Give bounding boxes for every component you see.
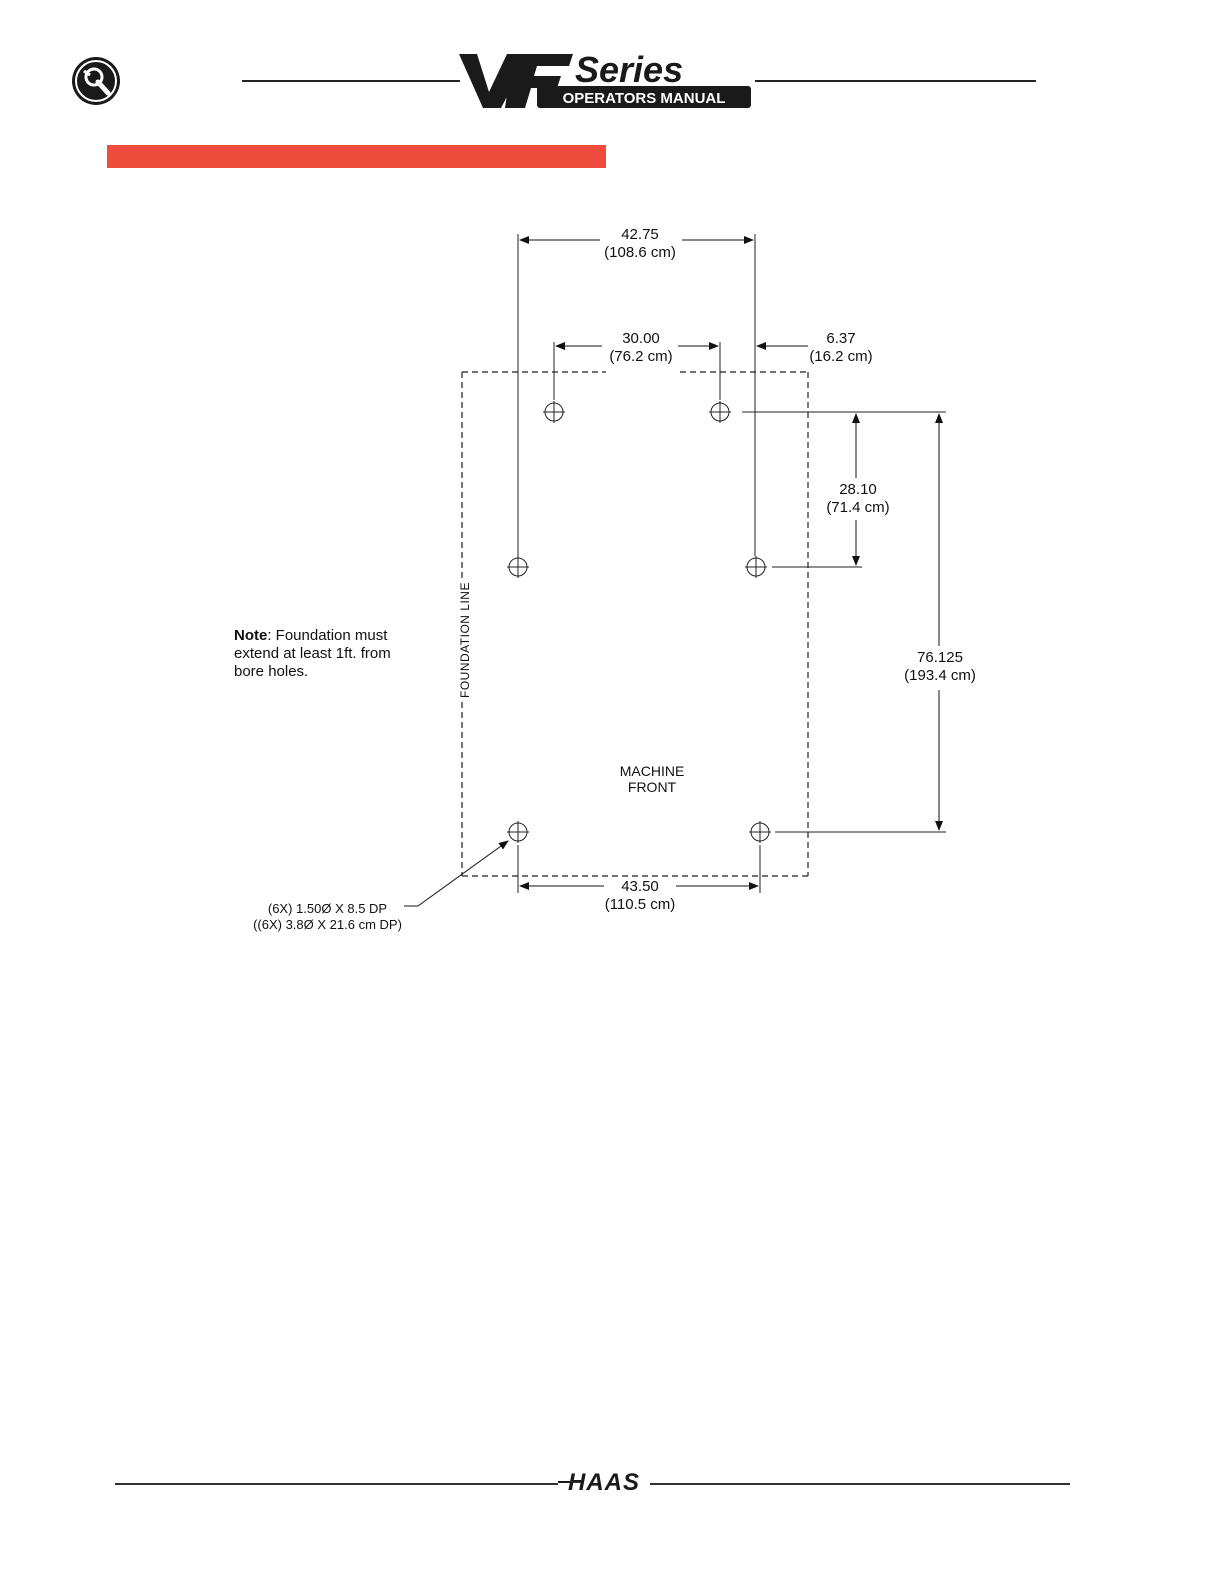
dim-total-height: 76.125 (193.4 cm): [880, 649, 1000, 685]
dim-value: 6.37: [786, 330, 896, 348]
hole-callout-leader: [404, 841, 508, 906]
dim-inner-width: 30.00 (76.2 cm): [586, 330, 696, 366]
haas-logo: HAAS: [556, 1468, 652, 1496]
hole-callout-imperial: (6X) 1.50Ø X 8.5 DP: [240, 901, 415, 917]
bore-hole: [745, 556, 767, 578]
dim-value: 42.75: [585, 226, 695, 244]
bore-hole: [749, 821, 771, 843]
bore-hole: [709, 401, 731, 423]
machine-front-line2: FRONT: [602, 779, 702, 795]
dim-upper-height: 28.10 (71.4 cm): [803, 481, 913, 517]
dim-metric: (16.2 cm): [786, 348, 896, 366]
dim-metric: (108.6 cm): [585, 244, 695, 262]
footer-rule-right: [650, 1483, 1070, 1485]
foundation-outline: [462, 372, 808, 876]
bore-hole: [543, 401, 565, 423]
dim-bottom-width: 43.50 (110.5 cm): [585, 878, 695, 914]
dim-right-offset: 6.37 (16.2 cm): [786, 330, 896, 366]
footer-rule-left: [115, 1483, 558, 1485]
dim-metric: (71.4 cm): [803, 499, 913, 517]
dim-metric: (76.2 cm): [586, 348, 696, 366]
dim-value: 76.125: [880, 649, 1000, 667]
foundation-note: Note: Foundation must extend at least 1f…: [234, 627, 419, 681]
dim-value: 30.00: [586, 330, 696, 348]
dim-value: 28.10: [803, 481, 913, 499]
dim-metric: (110.5 cm): [585, 896, 695, 914]
footer-brand: HAAS: [568, 1469, 640, 1496]
hole-callout: (6X) 1.50Ø X 8.5 DP ((6X) 3.8Ø X 21.6 cm…: [240, 901, 415, 933]
bore-hole: [507, 556, 529, 578]
foundation-line-label: FOUNDATION LINE: [458, 578, 472, 702]
dim-top-width: 42.75 (108.6 cm): [585, 226, 695, 262]
dim-metric: (193.4 cm): [880, 667, 1000, 685]
hole-callout-metric: ((6X) 3.8Ø X 21.6 cm DP): [240, 917, 415, 933]
dim-value: 43.50: [585, 878, 695, 896]
machine-front-label: MACHINE FRONT: [602, 763, 702, 795]
bore-hole: [507, 821, 529, 843]
machine-front-line1: MACHINE: [602, 763, 702, 779]
note-label: Note: [234, 627, 267, 644]
